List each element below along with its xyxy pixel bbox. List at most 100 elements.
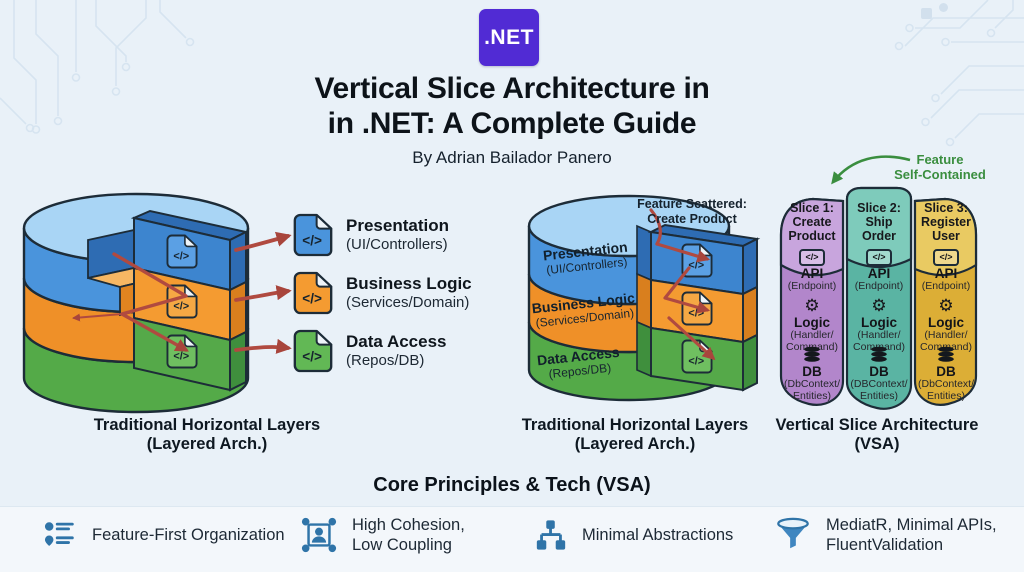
caption-line1: Vertical Slice Architecture — [775, 416, 979, 434]
logic-label: Logic — [794, 315, 830, 330]
db-label: DB — [802, 364, 822, 379]
scattered-call-arrows — [72, 252, 189, 352]
legend-subtitle: (UI/Controllers) — [346, 236, 448, 253]
code-file-icon — [293, 213, 333, 257]
caption-middle: Traditional Horizontal Layers (Layered A… — [510, 416, 760, 453]
slice-title: Slice 3: — [924, 201, 968, 215]
feature-scattered-arrow — [649, 208, 716, 361]
legend-item-business-logic: Business Logic (Services/Domain) — [293, 271, 483, 315]
gear-icon: ⚙ — [804, 296, 820, 315]
principle-feature-first: Feature-First Organization — [44, 511, 285, 559]
byline: By Adrian Bailador Panero — [412, 148, 612, 167]
code-file-icon — [293, 329, 333, 373]
api-label: API — [867, 266, 891, 281]
caption-line1: Traditional Horizontal Layers — [93, 416, 321, 434]
slice3-logic: ⚙ Logic (Handler/ Command) — [915, 297, 977, 353]
slice-title: Slice 1: — [790, 201, 834, 215]
slab-side-green — [229, 330, 247, 392]
db-label: DB — [869, 364, 889, 379]
db-sub1: (DbContext/ — [783, 378, 841, 390]
self-contained-arrow — [831, 155, 911, 185]
annotation-line1: Feature Scattered: — [637, 197, 747, 211]
circuit-decoration-top-right — [894, 0, 1024, 147]
principle-label: Feature-First Organization — [92, 526, 285, 544]
legend-item-presentation: Presentation (UI/Controllers) — [293, 213, 483, 257]
slice2-cap — [845, 186, 913, 269]
api-icon: </> — [799, 249, 825, 266]
caption-line2: (Layered Arch.) — [146, 434, 268, 453]
principle-label: MediatR, Minimal APIs, FluentValidation — [826, 516, 997, 554]
legend-subtitle: (Services/Domain) — [346, 294, 470, 311]
annotation-line2: Create Product — [647, 211, 737, 226]
logic-sub1: (Handler/ — [790, 329, 834, 341]
slab-side-orange — [229, 280, 247, 342]
circuit-decoration-top-left — [0, 0, 195, 134]
db-label: DB — [936, 364, 956, 379]
api-label: API — [934, 266, 958, 281]
legend-subtitle: (Repos/DB) — [346, 352, 425, 369]
api-label: API — [800, 266, 824, 281]
slice2-api: </> API (Endpoint) — [848, 247, 910, 293]
layered-cake-middle — [527, 194, 761, 402]
layered-cake-left — [22, 192, 292, 414]
legend-item-data-access: Data Access (Repos/DB) — [293, 329, 483, 373]
principle-label: High Cohesion, Low Coupling — [352, 516, 465, 554]
caption-left: Traditional Horizontal Layers (Layered A… — [82, 416, 332, 453]
logic-sub1: (Handler/ — [857, 329, 901, 341]
caption-line2: (Layered Arch.) — [574, 434, 696, 453]
feature-scattered-annotation: Feature Scattered: Create Product — [634, 197, 750, 226]
db-sub2: Entities) — [793, 389, 831, 402]
slice2-logic: ⚙ Logic (Handler/ Command) — [848, 297, 910, 353]
legend-title: Business Logic — [346, 274, 472, 293]
logic-sub2: Command) — [786, 340, 838, 353]
db-sub2: Entities) — [927, 389, 965, 402]
cohesion-icon — [301, 517, 337, 553]
legend-title: Data Access — [346, 332, 447, 351]
db-sub2: Entities) — [860, 389, 898, 402]
slice1-cap — [779, 197, 845, 277]
slice-name: Create Product — [788, 215, 836, 243]
page-title-line2: in .NET: A Complete Guide — [327, 107, 697, 140]
slice1-logic: ⚙ Logic (Handler/ Command) — [781, 297, 843, 353]
annotation-line2: Self-Contained — [894, 167, 986, 182]
dotnet-logo: .NET — [479, 9, 539, 66]
slice3-db: DB (DbContext/ Entities) — [915, 346, 977, 402]
slice-name: Ship Order — [861, 215, 897, 243]
caption-line2: (VSA) — [854, 434, 900, 453]
database-icon — [804, 346, 820, 362]
slab-side-blue — [742, 237, 758, 296]
api-icon: </> — [866, 249, 892, 266]
self-contained-annotation: Feature Self-Contained — [880, 152, 1000, 182]
slice3-cap — [913, 197, 978, 277]
tree-icon — [536, 519, 566, 550]
annotation-line1: Feature — [916, 152, 964, 167]
db-sub1: (DBContext/ — [850, 378, 908, 390]
page-title: Vertical Slice Architecture in in .NET: … — [0, 71, 1024, 141]
slice1-title: Slice 1: Create Product — [781, 201, 843, 243]
slab-side-blue — [229, 230, 247, 292]
slice-title: Slice 2: — [857, 201, 901, 215]
slab-side-green — [742, 333, 758, 392]
principles-heading: Core Principles & Tech (VSA) — [373, 474, 651, 496]
caption-right: Vertical Slice Architecture (VSA) — [752, 416, 1002, 453]
gear-icon: ⚙ — [871, 296, 887, 315]
api-icon: </> — [933, 249, 959, 266]
logic-sub2: Command) — [920, 340, 972, 353]
code-file-icon — [293, 271, 333, 315]
funnel-icon — [777, 517, 809, 549]
slice1-db: DB (DbContext/ Entities) — [781, 346, 843, 402]
api-sub: (Endpoint) — [921, 280, 971, 292]
database-icon — [938, 346, 954, 362]
slice-name: Register User — [920, 215, 972, 243]
principle-minimal-abstractions: Minimal Abstractions — [534, 511, 733, 559]
slice3-api: </> API (Endpoint) — [915, 247, 977, 293]
logic-label: Logic — [928, 315, 964, 330]
logic-label: Logic — [861, 315, 897, 330]
api-sub: (Endpoint) — [787, 280, 837, 292]
logic-sub1: (Handler/ — [924, 329, 968, 341]
legend-title: Presentation — [346, 216, 449, 235]
gear-icon: ⚙ — [938, 296, 954, 315]
feature-list-icon — [44, 522, 74, 546]
db-sub1: (DbContext/ — [917, 378, 975, 390]
slice1-api: </> API (Endpoint) — [781, 247, 843, 293]
